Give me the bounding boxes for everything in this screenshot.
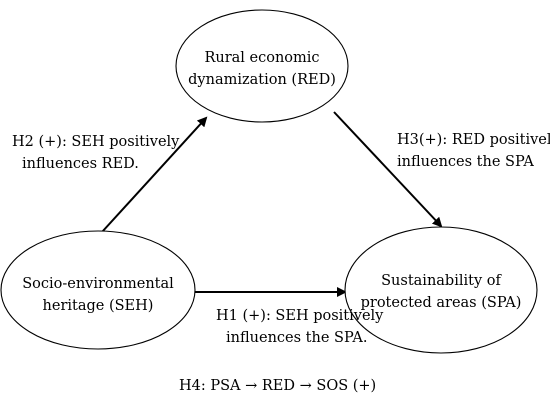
node-red-ellipse [175,9,349,123]
node-spa-label-line2: protected areas (SPA) [361,295,522,311]
node-spa-label-line1: Sustainability of [381,273,502,289]
node-seh: Socio-environmental heritage (SEH) [0,230,196,350]
label-h1-line1: H1 (+): SEH positively [216,308,384,324]
label-h4: H4: PSA → RED → SOS (+) [179,378,376,394]
label-h2: H2 (+): SEH positively influences RED. [12,134,180,172]
node-spa-ellipse [344,226,538,354]
edge-red-to-spa [333,111,443,228]
label-h2-line1: H2 (+): SEH positively [12,134,180,150]
edge-seh-to-red [101,116,208,233]
label-h2-line2: influences RED. [22,156,139,172]
node-red: Rural economic dynamization (RED) [175,9,349,123]
label-h1-line2: influences the SPA. [226,330,367,346]
node-red-label-line2: dynamization (RED) [188,72,336,88]
node-red-label-line1: Rural economic [204,50,319,66]
node-seh-label-line2: heritage (SEH) [43,298,154,314]
label-h1: H1 (+): SEH positively influences the SP… [216,308,384,346]
node-spa: Sustainability of protected areas (SPA) [344,226,538,354]
label-h3: H3(+): RED positively influences the SPA [397,132,550,170]
label-h3-line1: H3(+): RED positively [397,132,550,148]
label-h3-line2: influences the SPA [397,154,534,170]
node-seh-ellipse [0,230,196,350]
node-seh-label-line1: Socio-environmental [22,276,174,292]
